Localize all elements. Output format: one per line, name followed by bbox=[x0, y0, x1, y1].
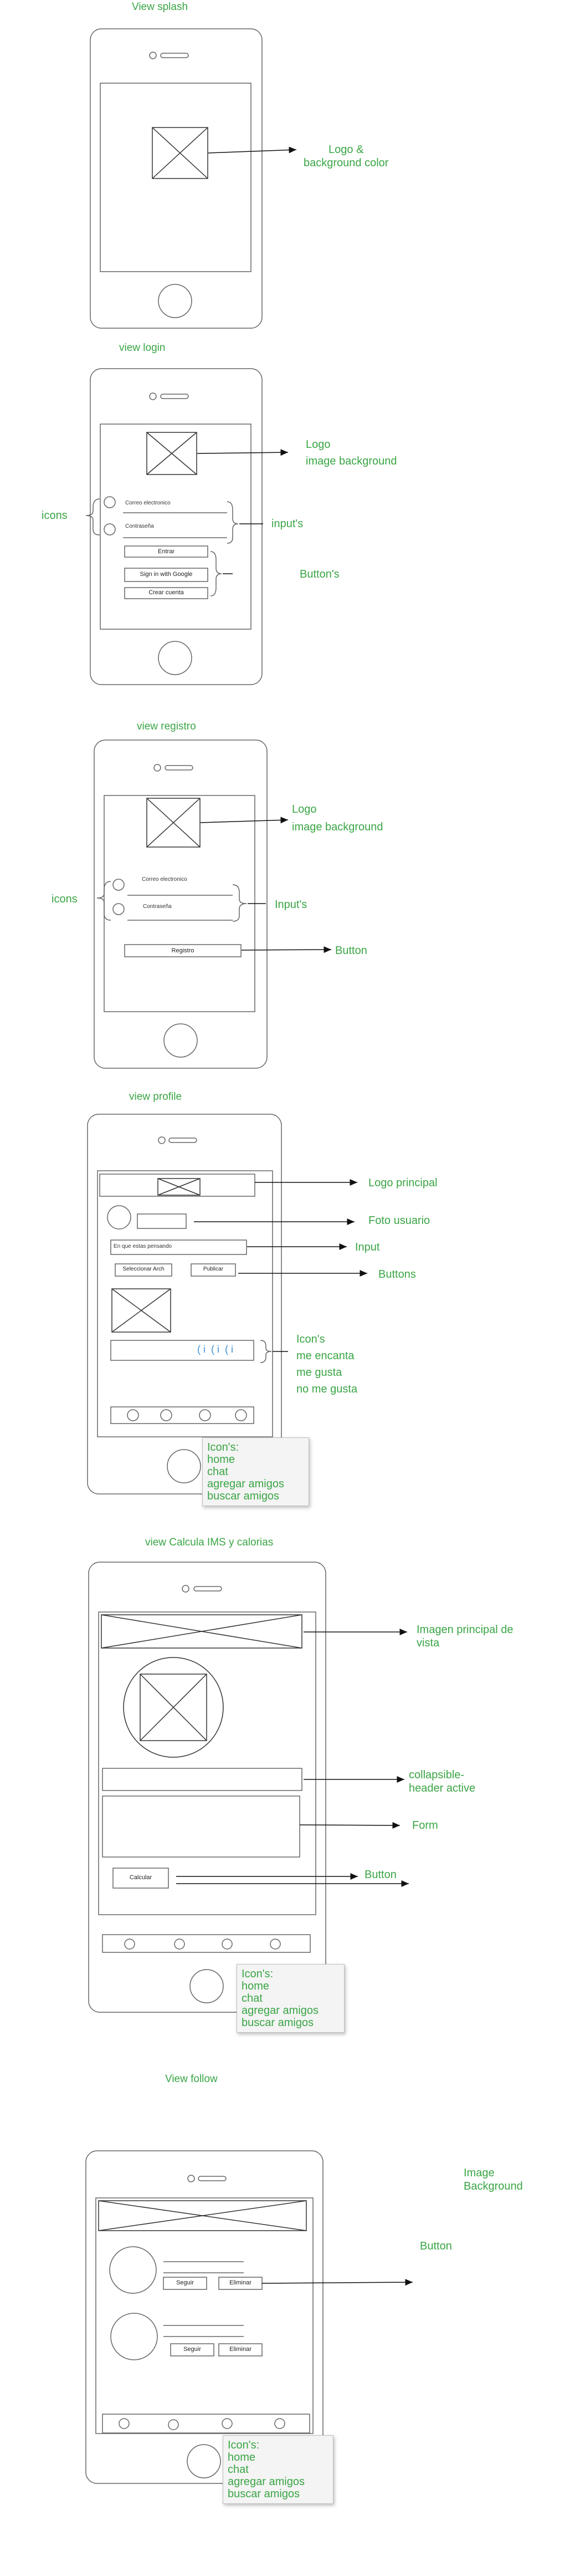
calcula-image-annotation: Imagen principal de vista bbox=[417, 1623, 514, 1650]
calcula-form-annotation: Form bbox=[412, 1819, 438, 1832]
calcula-nav-note-line1: Icon's: bbox=[242, 1968, 274, 1980]
profile-post-input[interactable]: En que estas pensando bbox=[114, 1243, 172, 1249]
registro-logo-annotation-line1: Logo bbox=[292, 803, 317, 815]
login-email-label: Correo electronico bbox=[125, 500, 171, 506]
registro-button-annotation: Button bbox=[335, 945, 367, 957]
profile-icons-annotation-line1: Icon's bbox=[296, 1333, 325, 1345]
registro-logo-annotation: Logo image background bbox=[292, 803, 383, 834]
profile-nav-note-line1: Icon's: bbox=[207, 1441, 239, 1453]
registro-icons-annotation: icons bbox=[52, 893, 78, 905]
profile-nav-note-line4: agregar amigos bbox=[207, 1478, 284, 1490]
profile-buttons-annotation: Buttons bbox=[378, 1268, 416, 1281]
splash-annotation: Logo & background color bbox=[304, 143, 388, 170]
splash-title: View splash bbox=[132, 1, 188, 13]
login-enter-button[interactable]: Entrar bbox=[158, 548, 174, 555]
follow-button-annotation: Button bbox=[420, 2240, 452, 2252]
profile-input-annotation: Input bbox=[355, 1241, 380, 1253]
calcula-nav-note-line4: agregar amigos bbox=[242, 2004, 319, 2017]
registro-logo-annotation-line2: image background bbox=[292, 821, 383, 833]
splash-arrow bbox=[208, 146, 297, 154]
follow-nav-note-line2: home bbox=[228, 2451, 256, 2463]
profile-reaction-icons[interactable]: ( i ( i ( i bbox=[197, 1344, 233, 1355]
calcula-nav-note-line2: home bbox=[242, 1980, 270, 1992]
calcula-collapsible-annotation: collapsible- header active bbox=[409, 1768, 475, 1795]
profile-nav-note-line3: chat bbox=[207, 1466, 228, 1478]
follow-image-annotation-line2: Background bbox=[464, 2180, 523, 2192]
login-logo-annotation-line2: image background bbox=[306, 455, 397, 467]
splash-annotation-line2: background color bbox=[304, 157, 389, 169]
follow-nav-note-line3: chat bbox=[228, 2463, 249, 2476]
profile-publish-button[interactable]: Publicar bbox=[203, 1266, 224, 1272]
login-logo-placeholder bbox=[146, 432, 197, 475]
calcula-nav-note-line3: chat bbox=[242, 1992, 263, 2004]
login-title: view login bbox=[119, 342, 166, 354]
splash-logo-placeholder bbox=[152, 127, 208, 179]
follow-seguir-button-2[interactable]: Seguir bbox=[183, 2346, 201, 2353]
registro-button[interactable]: Registro bbox=[171, 947, 194, 954]
follow-title: View follow bbox=[165, 2073, 218, 2085]
follow-eliminar-button-2[interactable]: Eliminar bbox=[229, 2346, 251, 2353]
follow-nav-note-line1: Icon's: bbox=[228, 2439, 260, 2451]
follow-image-annotation-line1: Image bbox=[464, 2167, 495, 2179]
calcula-calculate-button[interactable]: Calcular bbox=[129, 1874, 152, 1881]
calcula-image-annotation-line2: vista bbox=[417, 1637, 440, 1649]
profile-icons-annotation-line4: no me gusta bbox=[296, 1383, 358, 1395]
calcula-nav-note-line5: buscar amigos bbox=[242, 2017, 314, 2029]
phone-calcula bbox=[88, 1562, 326, 2013]
registro-email-label: Correo electronico bbox=[142, 876, 187, 883]
splash-annotation-line1: Logo & bbox=[328, 144, 364, 156]
follow-nav-note-line5: buscar amigos bbox=[228, 2488, 300, 2500]
profile-nav-note: Icon's: home chat agregar amigos buscar … bbox=[202, 1437, 309, 1506]
profile-icons-annotation: Icon's me encanta me gusta no me gusta bbox=[296, 1333, 357, 1396]
profile-nav-note-line2: home bbox=[207, 1453, 235, 1466]
profile-nav-note-line5: buscar amigos bbox=[207, 1490, 280, 1502]
calcula-button-annotation: Button bbox=[364, 1869, 397, 1881]
profile-photo-annotation: Foto usuario bbox=[368, 1215, 430, 1227]
profile-icons-annotation-line2: me encanta bbox=[296, 1350, 355, 1362]
phone-login bbox=[90, 368, 263, 685]
login-password-label: Contraseña bbox=[125, 523, 154, 529]
calcula-image-annotation-line1: Imagen principal de bbox=[417, 1624, 514, 1636]
calcula-collapsible-annotation-line1: collapsible- bbox=[409, 1769, 465, 1781]
profile-icons-annotation-line3: me gusta bbox=[296, 1366, 342, 1379]
profile-select-file-button[interactable]: Seleccionar Arch bbox=[122, 1266, 165, 1272]
login-google-button[interactable]: Sign in with Google bbox=[140, 571, 193, 578]
login-buttons-annotation: Button's bbox=[300, 568, 340, 580]
calcula-collapsible-annotation-line2: header active bbox=[409, 1782, 476, 1794]
registro-inputs-annotation: Input's bbox=[275, 899, 307, 911]
profile-logo-annotation: Logo principal bbox=[368, 1177, 438, 1189]
login-logo-annotation: Logo image background bbox=[306, 438, 397, 468]
login-icons-annotation: icons bbox=[42, 509, 68, 522]
phone-follow bbox=[85, 2150, 324, 2484]
follow-nav-note: Icon's: home chat agregar amigos buscar … bbox=[223, 2435, 333, 2504]
phone-profile bbox=[87, 1114, 282, 1494]
registro-title: view registro bbox=[137, 721, 196, 732]
follow-nav-note-line4: agregar amigos bbox=[228, 2476, 305, 2488]
calcula-nav-note: Icon's: home chat agregar amigos buscar … bbox=[237, 1964, 345, 2033]
login-create-account-button[interactable]: Crear cuenta bbox=[148, 589, 184, 596]
registro-password-label: Contraseña bbox=[143, 904, 172, 910]
follow-image-annotation: Image Background bbox=[464, 2166, 523, 2193]
follow-eliminar-button-1[interactable]: Eliminar bbox=[229, 2279, 251, 2286]
profile-title: view profile bbox=[129, 1091, 182, 1103]
phone-splash bbox=[90, 28, 263, 329]
login-inputs-annotation: input's bbox=[271, 518, 304, 530]
calcula-title: view Calcula IMS y calorias bbox=[145, 1537, 274, 1548]
follow-seguir-button-1[interactable]: Seguir bbox=[176, 2279, 194, 2286]
registro-logo-placeholder bbox=[146, 798, 201, 848]
login-logo-annotation-line1: Logo bbox=[306, 438, 331, 451]
